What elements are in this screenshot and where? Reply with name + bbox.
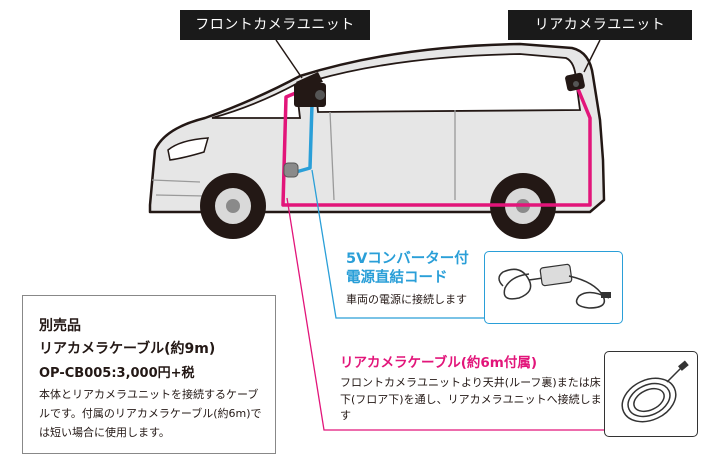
- converter-title: 5Vコンバーター付 電源直結コード: [346, 250, 469, 288]
- rear-cable-description: フロントカメラユニットより天井(ルーフ裏)または床下(フロア下)を通し、リアカメ…: [340, 376, 602, 422]
- optional-cable-name: リアカメラケーブル(約9m): [39, 341, 216, 357]
- rear-cable-route: [281, 83, 592, 207]
- car-headlight: [167, 137, 210, 161]
- front-wheel: [200, 173, 266, 239]
- front-camera-unit: [294, 72, 326, 107]
- rear-camera-unit-label: リアカメラユニット: [508, 10, 692, 40]
- sold-separately-box: 別売品 リアカメラケーブル(約9m) OP-CB005:3,000円+税 本体と…: [22, 295, 276, 454]
- converter-cord-photo: [484, 251, 623, 324]
- power-socket: [283, 162, 299, 178]
- converter-description: 車両の電源に接続します: [346, 293, 467, 306]
- converter-title-line1: 5Vコンバーター付: [346, 251, 469, 267]
- optional-cable-code-price: OP-CB005:3,000円+税: [39, 366, 195, 381]
- sold-separately-heading: 別売品: [39, 318, 81, 334]
- front-camera-unit-label: フロントカメラユニット: [180, 10, 370, 40]
- optional-cable-description: 本体とリアカメラユニットを接続するケーブルです。付属のリアカメラケーブル(約6m…: [39, 388, 262, 439]
- rear-camera-unit: [565, 72, 585, 92]
- power-cord-leader: [311, 169, 484, 319]
- rear-cable-title: リアカメラケーブル(約6m付属): [340, 355, 537, 371]
- converter-title-line2: 電源直結コード: [346, 270, 448, 286]
- rear-cable-leader: [286, 197, 604, 431]
- rear-cable-photo: [604, 351, 698, 437]
